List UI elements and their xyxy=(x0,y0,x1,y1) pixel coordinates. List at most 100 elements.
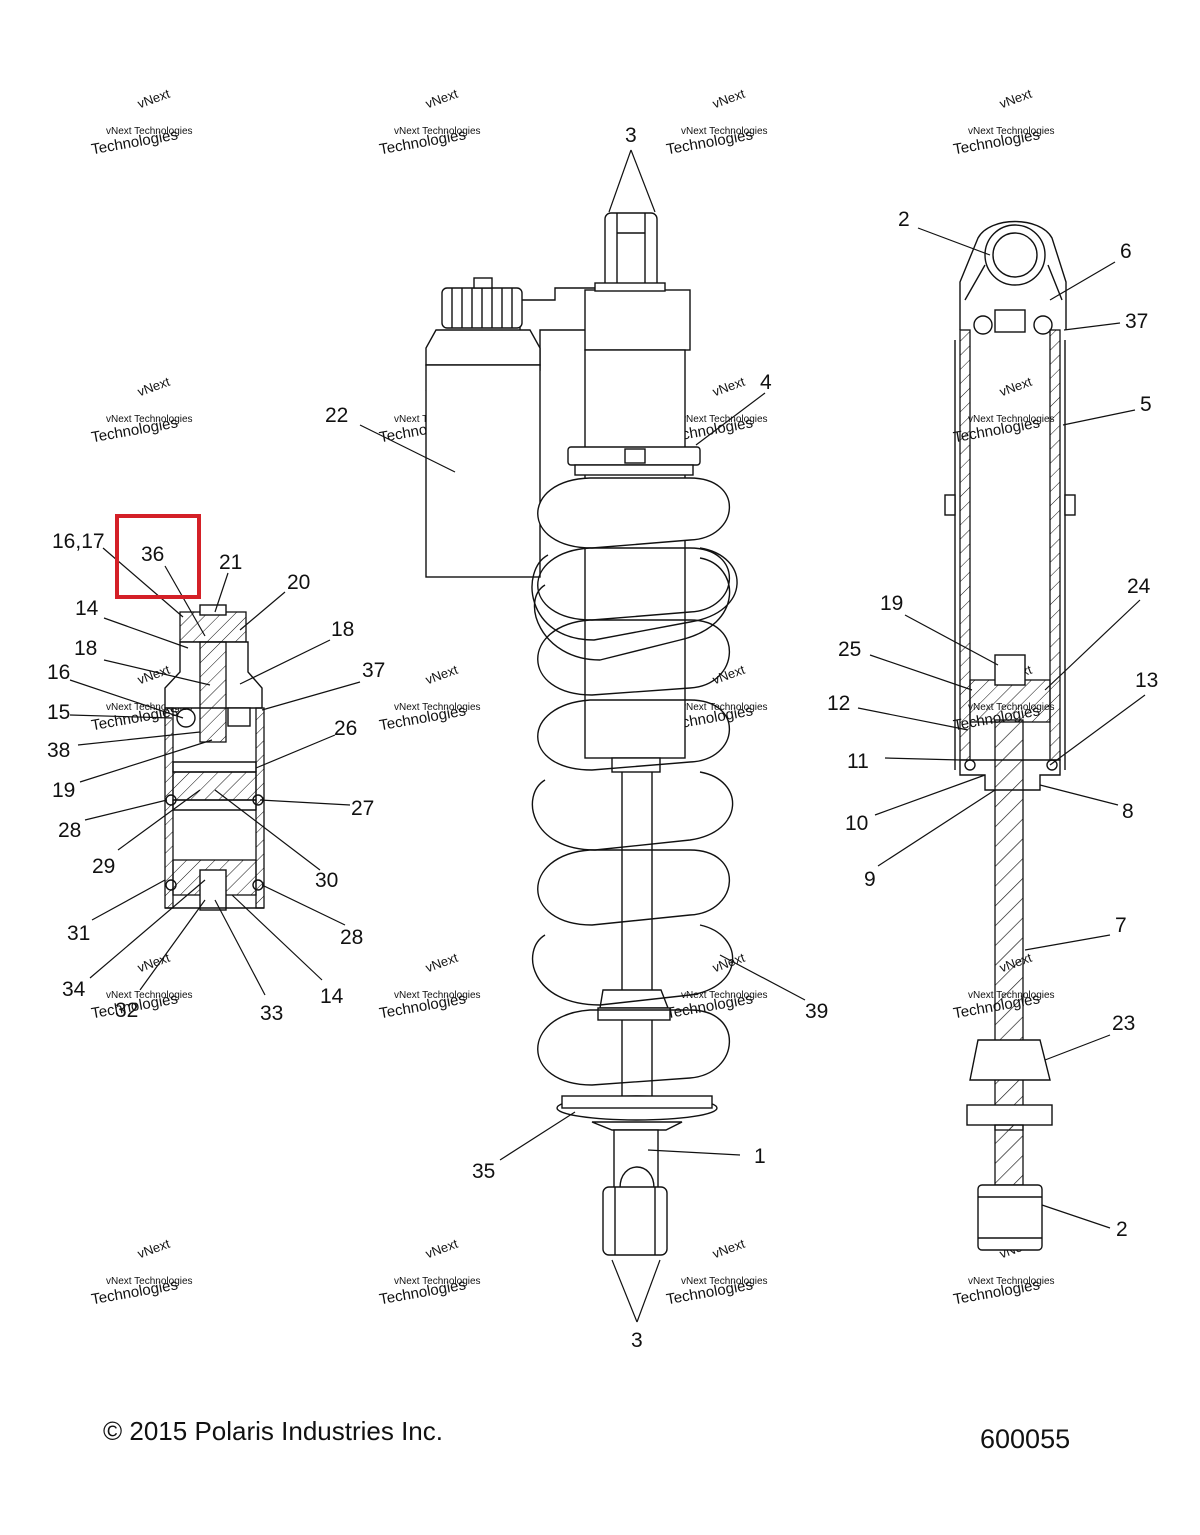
watermark-text: vNext xyxy=(423,950,460,976)
watermark-text: vNext Technologies xyxy=(394,702,481,713)
callout-18: 18 xyxy=(74,637,97,660)
callout-29: 29 xyxy=(92,855,115,878)
callout-21: 21 xyxy=(219,551,242,574)
figure-number: 600055 xyxy=(980,1424,1071,1454)
watermark-text: vNext Technologies xyxy=(968,1276,1055,1287)
callout-20: 20 xyxy=(287,571,310,594)
callout-35: 35 xyxy=(472,1160,495,1183)
watermark-text: vNext xyxy=(997,86,1034,112)
shock-body xyxy=(584,349,686,759)
callout-4: 4 xyxy=(760,371,772,394)
reservoir-body xyxy=(425,364,541,578)
reservoir-floating-piston xyxy=(172,771,257,801)
watermark-text: vNext xyxy=(710,374,747,400)
watermark-text: vNext xyxy=(135,86,172,112)
watermark-text: vNext Technologies xyxy=(106,990,193,1001)
callout-19: 19 xyxy=(52,779,75,802)
shock-cap xyxy=(584,289,691,351)
watermark-text: vNext Technologies xyxy=(681,414,768,425)
callouts: 3 3 22 4 39 35 1 2 6 37 5 19 24 25 12 13… xyxy=(47,124,1158,1352)
highlight-box xyxy=(115,514,201,599)
section-body-wall-left xyxy=(959,329,971,761)
callout-24: 24 xyxy=(1127,575,1151,598)
callout-11: 11 xyxy=(847,750,869,773)
watermark-text: vNext xyxy=(135,1236,172,1262)
callout-3: 3 xyxy=(631,1329,643,1352)
reservoir-wall-left xyxy=(164,707,174,909)
reservoir-cap-section xyxy=(179,611,247,643)
callout-15: 15 xyxy=(47,701,70,724)
callout-7: 7 xyxy=(1115,914,1127,937)
callout-39: 39 xyxy=(805,1000,828,1023)
callout-22: 22 xyxy=(325,404,348,427)
watermark-text: vNext Technologies xyxy=(681,990,768,1001)
shock-shaft xyxy=(621,769,653,1101)
watermark-text: vNext xyxy=(423,1236,460,1262)
callout-37: 37 xyxy=(1125,310,1148,333)
watermark-text: vNext xyxy=(710,950,747,976)
assembled-shock xyxy=(425,212,738,1256)
callout-5: 5 xyxy=(1140,393,1152,416)
reservoir-section xyxy=(164,604,265,911)
reservoir-wall-right xyxy=(255,707,265,909)
watermark-text: vNext Technologies xyxy=(968,126,1055,137)
watermark-text: vNext xyxy=(997,374,1034,400)
section-body-wall-right xyxy=(1049,329,1061,761)
top-eyelet xyxy=(604,212,658,294)
callout-14: 14 xyxy=(320,985,344,1008)
callout-18: 18 xyxy=(331,618,354,641)
callout-34: 34 xyxy=(62,978,86,1001)
callout-31: 31 xyxy=(67,922,90,945)
watermark-text: vNext Technologies xyxy=(106,702,193,713)
watermark-text: vNext xyxy=(710,1236,747,1262)
watermark-text: vNext Technologies xyxy=(106,1276,193,1287)
watermark-text: vNext Technologies xyxy=(681,1276,768,1287)
watermark-text: vNext Technologies xyxy=(106,414,193,425)
callout-9: 9 xyxy=(864,868,876,891)
callout-23: 23 xyxy=(1112,1012,1135,1035)
watermark-text: vNext Technologies xyxy=(394,990,481,1001)
callout-8: 8 xyxy=(1122,800,1134,823)
callout-10: 10 xyxy=(845,812,868,835)
callout-13: 13 xyxy=(1135,669,1158,692)
callout-16: 16 xyxy=(47,661,70,684)
watermark-text: vNext Technologies xyxy=(681,702,768,713)
callout-25: 25 xyxy=(838,638,861,661)
callout-33: 33 xyxy=(260,1002,283,1025)
callout-37: 37 xyxy=(362,659,385,682)
watermark-text: vNext xyxy=(423,86,460,112)
section-piston xyxy=(969,679,1051,723)
section-bump-stop xyxy=(969,1039,1051,1081)
callout-28: 28 xyxy=(58,819,81,842)
callout-26: 26 xyxy=(334,717,357,740)
callout-6: 6 xyxy=(1120,240,1132,263)
watermark-text: vNext Technologies xyxy=(394,126,481,137)
watermark-text: vNext xyxy=(135,374,172,400)
bottom-eyelet xyxy=(602,1186,668,1256)
callout-19: 19 xyxy=(880,592,903,615)
callout-36: 36 xyxy=(141,543,164,566)
section-bottom-eye xyxy=(977,1184,1043,1251)
watermark-text: vNext Technologies xyxy=(394,1276,481,1287)
callout-38: 38 xyxy=(47,739,70,762)
watermark-text: vNext xyxy=(423,662,460,688)
callout-3: 3 xyxy=(625,124,637,147)
watermark-text: vNext Technologies xyxy=(968,414,1055,425)
callout-2: 2 xyxy=(898,208,910,231)
callout-28: 28 xyxy=(340,926,363,949)
spring-coil xyxy=(537,477,730,549)
callout-2: 2 xyxy=(1116,1218,1128,1241)
section-shock xyxy=(944,220,1076,1251)
watermark-text: vNext xyxy=(710,86,747,112)
callout-14: 14 xyxy=(75,597,99,620)
callout-30: 30 xyxy=(315,869,338,892)
callout-32: 32 xyxy=(115,999,138,1022)
watermark-text: vNext Technologies xyxy=(681,126,768,137)
callout-27: 27 xyxy=(351,797,374,820)
copyright-notice: © 2015 Polaris Industries Inc. xyxy=(103,1416,443,1446)
callout-16-17: 16,17 xyxy=(52,530,105,553)
callout-12: 12 xyxy=(827,692,850,715)
watermark-text: vNext Technologies xyxy=(106,126,193,137)
watermark-text: vNext xyxy=(710,662,747,688)
